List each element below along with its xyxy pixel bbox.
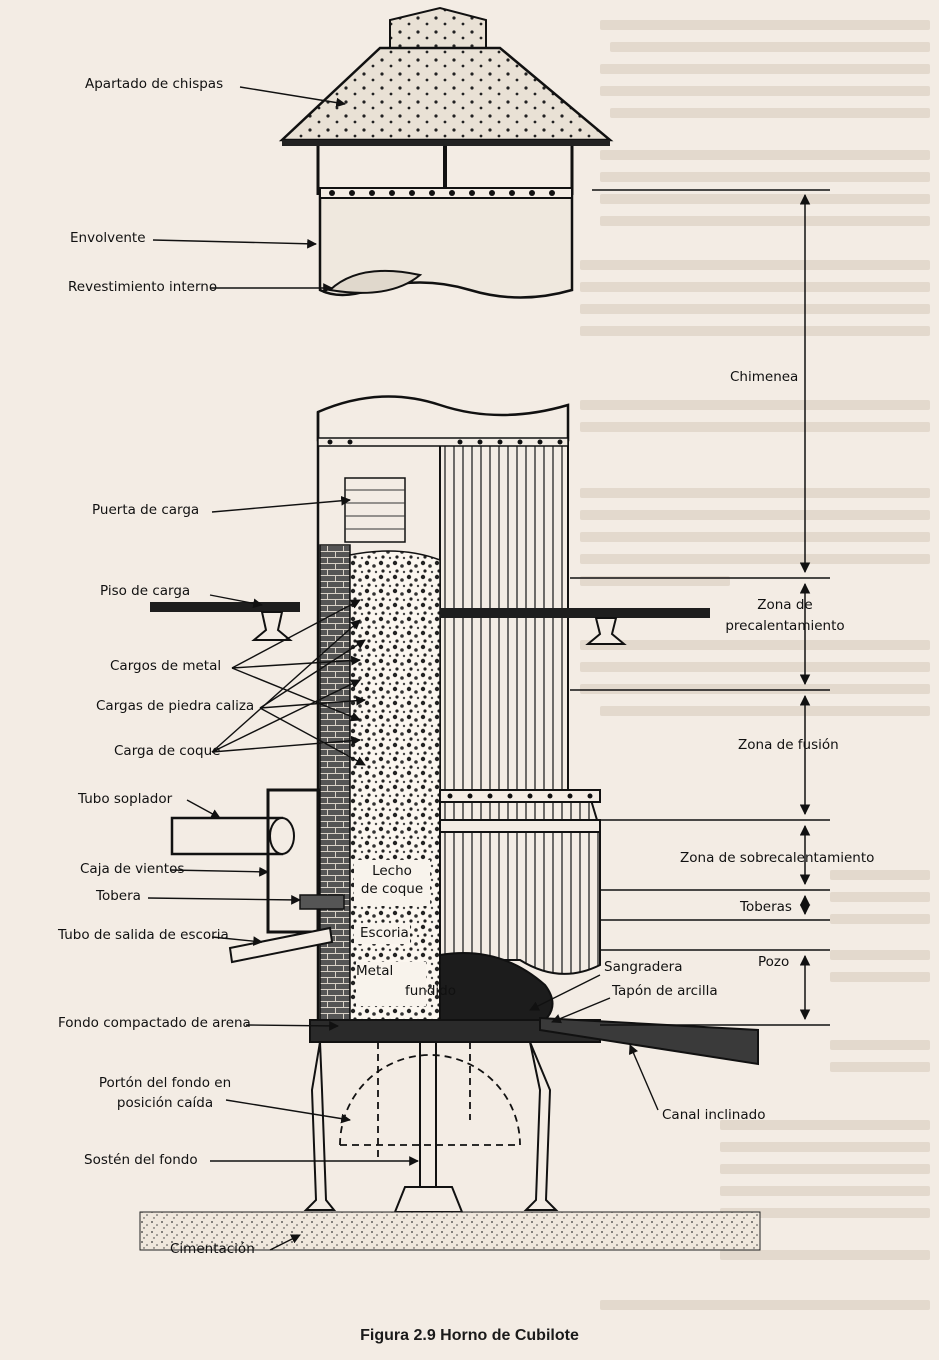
beam-right [585, 617, 627, 645]
label-tuyeres: Toberas [740, 899, 792, 915]
label-preheat-line1: Zona de [757, 597, 813, 613]
label-charging-floor: Piso de carga [100, 583, 191, 599]
figure-caption: Figura 2.9 Horno de Cubilote [360, 1327, 579, 1344]
label-bottom-support: Sostén del fondo [84, 1152, 198, 1168]
label-preheat-line2: precalentamiento [725, 617, 845, 634]
label-molten-metal: Metal fundido [356, 963, 456, 999]
label-chimney: Chimenea [730, 369, 799, 385]
label-inclined-spout: Canal inclinado [662, 1107, 766, 1123]
label-slag: Escoria [360, 925, 409, 941]
slag-spout [228, 926, 334, 964]
label-molten-metal-line2: fundido [404, 982, 456, 999]
label-sand-bottom: Fondo compactado de arena [58, 1015, 251, 1031]
charging-floor [150, 602, 710, 645]
label-superheat-zone: Zona de sobrecalentamiento [680, 850, 875, 866]
leader-lines [147, 86, 659, 1251]
label-molten-metal-line1: Metal [356, 963, 394, 979]
label-well: Pozo [758, 954, 790, 970]
label-charging-door: Puerta de carga [92, 502, 200, 518]
blower-assembly [170, 788, 345, 934]
label-tap-hole: Sangradera [604, 959, 683, 975]
foundation-base [139, 1211, 761, 1251]
label-coke-bed: Lecho de coque [354, 863, 430, 897]
label-spark-arrester: Apartado de chispas [85, 76, 224, 92]
label-preheat-zone: Zona de precalentamiento [720, 597, 850, 634]
label-melting-zone: Zona de fusión [738, 737, 839, 753]
bottom-supports [303, 1041, 559, 1213]
label-bottom-door-line1: Portón del fondo en [98, 1075, 232, 1091]
lining-cutaway [327, 269, 423, 294]
beam-left [251, 611, 293, 641]
label-coke-bed-line2: de coque [360, 880, 424, 897]
label-clay-plug: Tapón de arcilla [612, 983, 718, 999]
zone-dimension-lines [570, 189, 830, 1026]
label-slag-spout: Tubo de salida de escoria [58, 927, 229, 943]
label-metal-charges: Cargos de metal [110, 658, 222, 674]
spark-arrester [278, 6, 614, 215]
inclined-spout [539, 1016, 759, 1066]
tuyere-shape [299, 894, 345, 910]
label-foundation: Cimentación [170, 1241, 255, 1257]
label-bottom-door-line2: posición caída [116, 1094, 214, 1111]
furnace-body [309, 395, 601, 1043]
label-coke-bed-line1: Lecho [372, 863, 412, 879]
label-bottom-door: Portón del fondo en posición caída [80, 1075, 250, 1111]
label-coke-charge: Carga de coque [114, 743, 221, 759]
label-wind-box: Caja de vientos [80, 861, 185, 877]
label-limestone-charges: Cargas de piedra caliza [96, 698, 255, 714]
label-shell: Envolvente [70, 230, 146, 246]
label-inner-lining: Revestimiento interno [68, 279, 218, 295]
upper-chimney-shell [318, 187, 574, 299]
label-blower-pipe: Tubo soplador [78, 791, 173, 807]
label-tuyere: Tobera [96, 888, 141, 904]
